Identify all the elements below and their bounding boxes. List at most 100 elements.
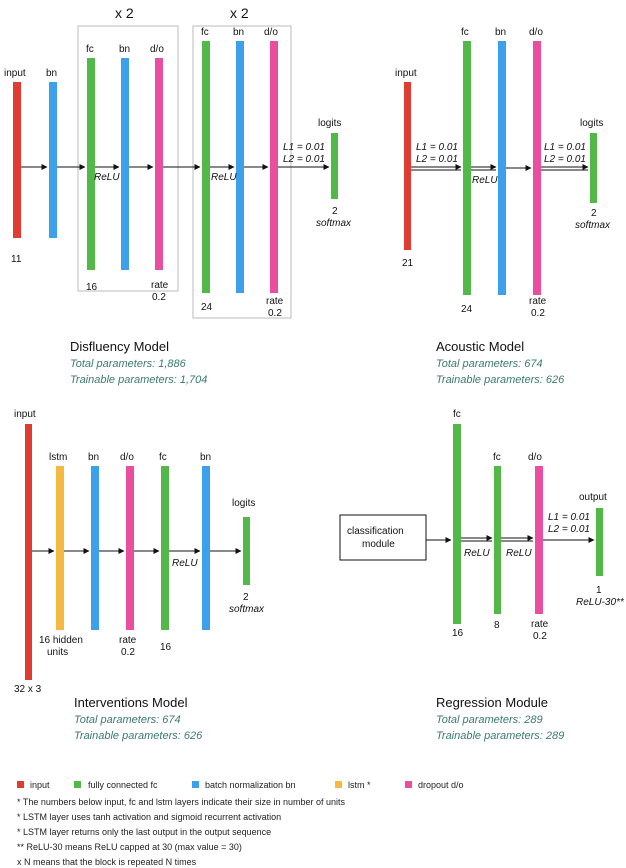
legend-swatch <box>17 781 24 788</box>
logits-size: 2 <box>332 206 338 217</box>
model-title: Regression Module <box>436 695 548 710</box>
activation-label: ReLU <box>464 548 490 559</box>
repeat-block-1 <box>77 25 179 292</box>
total-parameters: Total parameters: 674 <box>74 714 181 726</box>
dropout-rate-value: 0.2 <box>121 647 135 658</box>
bn-label: bn <box>88 452 99 463</box>
output-size: 1 <box>596 585 602 596</box>
bn-layer <box>202 466 210 630</box>
lstm-label: lstm <box>49 452 67 463</box>
dropout-rate: rate <box>531 619 549 630</box>
bn-layer <box>49 82 57 238</box>
repeat-label-1: x 2 <box>115 5 134 21</box>
activation-label: ReLU <box>94 172 120 183</box>
dropout-layer <box>533 41 541 295</box>
fc-layer <box>494 466 501 614</box>
logits-layer <box>590 133 597 203</box>
footnote: * LSTM layer uses tanh activation and si… <box>17 812 281 822</box>
logits-layer <box>331 133 338 199</box>
dropout-label: d/o <box>528 452 542 463</box>
softmax-label: softmax <box>316 218 352 229</box>
input-label: input <box>4 68 26 79</box>
arrows <box>426 535 595 543</box>
bn-layer <box>236 41 244 293</box>
output-label: output <box>579 492 607 503</box>
fc-layer <box>463 41 471 295</box>
total-parameters: Total parameters: 1,886 <box>70 358 187 370</box>
l1-regularization: L1 = 0.01 <box>548 512 590 523</box>
dropout-rate: rate <box>119 635 137 646</box>
legend-swatch <box>405 781 412 788</box>
dropout-label: d/o <box>529 27 543 38</box>
arrows <box>411 164 589 171</box>
dropout-label: d/o <box>264 27 278 38</box>
l1-regularization: L1 = 0.01 <box>544 142 586 153</box>
model-title: Interventions Model <box>74 695 188 710</box>
legend: input fully connected fc batch normaliza… <box>17 780 464 790</box>
input-size: 11 <box>11 254 22 265</box>
dropout-layer <box>126 466 134 630</box>
repeat-block-2 <box>192 25 292 319</box>
activation-label: ReLU <box>172 558 198 569</box>
bn-label: bn <box>119 44 130 55</box>
fc-size: 8 <box>494 620 500 631</box>
activation-label: ReLU <box>472 175 498 186</box>
logits-layer <box>243 517 250 585</box>
total-parameters: Total parameters: 674 <box>436 358 543 370</box>
total-parameters: Total parameters: 289 <box>436 714 543 726</box>
lstm-size-units: units <box>47 647 68 658</box>
dropout-layer <box>155 58 163 270</box>
fc-size: 24 <box>201 302 213 313</box>
dropout-rate-value: 0.2 <box>152 292 166 303</box>
logits-size: 2 <box>591 208 597 219</box>
bn-label: bn <box>200 452 211 463</box>
dropout-rate-value: 0.2 <box>533 631 547 642</box>
footnotes: * The numbers below input, fc and lstm l… <box>17 797 345 867</box>
dropout-rate-value: 0.2 <box>531 308 545 319</box>
logits-label: logits <box>580 118 603 129</box>
softmax-label: softmax <box>229 604 265 615</box>
dropout-rate: rate <box>529 296 547 307</box>
bn-label: bn <box>46 68 57 79</box>
fc-layer <box>202 41 210 293</box>
fc-label: fc <box>453 409 461 420</box>
input-layer <box>404 82 411 250</box>
fc-layer <box>161 466 169 630</box>
fc-label: fc <box>461 27 469 38</box>
input-layer <box>13 82 21 238</box>
l1-regularization: L1 = 0.01 <box>283 142 325 153</box>
logits-label: logits <box>318 118 341 129</box>
dropout-rate: rate <box>151 280 169 291</box>
dropout-layer <box>535 466 543 614</box>
fc-size: 16 <box>160 642 172 653</box>
output-layer <box>596 508 603 576</box>
classification-module-label-2: module <box>362 539 395 550</box>
model-title: Disfluency Model <box>70 339 169 354</box>
fc-label: fc <box>201 27 209 38</box>
l2-regularization: L2 = 0.01 <box>548 524 590 535</box>
input-size: 21 <box>402 258 414 269</box>
classification-module-box <box>339 514 427 561</box>
acoustic-model: input fc bn d/o logits L1 = 0.01 L2 = 0.… <box>395 27 611 386</box>
softmax-label: softmax <box>575 220 611 231</box>
legend-label: lstm * <box>348 780 371 790</box>
regression-module: classification module fc fc d/o output R… <box>339 409 625 742</box>
bn-layer <box>121 58 129 270</box>
lstm-layer <box>56 466 64 630</box>
dropout-rate: rate <box>266 296 284 307</box>
trainable-parameters: Trainable parameters: 626 <box>436 374 565 386</box>
dropout-layer <box>270 41 278 293</box>
disfluency-model: x 2 x 2 input bn fc bn d/o fc bn d/o log… <box>4 5 352 386</box>
bn-layer <box>498 41 506 295</box>
input-layer <box>25 424 32 680</box>
legend-label: batch normalization bn <box>205 780 296 790</box>
fc-layer <box>453 424 461 624</box>
dropout-label: d/o <box>120 452 134 463</box>
logits-label: logits <box>232 498 255 509</box>
footnote: ** ReLU-30 means ReLU capped at 30 (max … <box>17 842 242 852</box>
fc-label: fc <box>493 452 501 463</box>
fc-layer <box>87 58 95 270</box>
l2-regularization: L2 = 0.01 <box>416 154 458 165</box>
footnote: * The numbers below input, fc and lstm l… <box>17 797 345 807</box>
bn-label: bn <box>233 27 244 38</box>
